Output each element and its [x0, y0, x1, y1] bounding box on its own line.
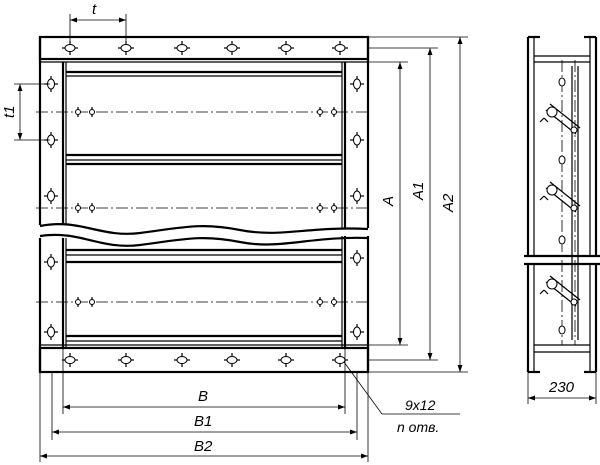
- dimension-b1: B1: [51, 372, 358, 440]
- axle-pins: [75, 107, 337, 307]
- hole-size-label: 9x12: [405, 397, 436, 413]
- label-a: A: [380, 196, 397, 207]
- flange-holes-bottom: [62, 353, 348, 367]
- label-b: B: [198, 388, 208, 405]
- label-a2: A2: [440, 193, 457, 213]
- dimension-b: B: [62, 348, 346, 414]
- dimension-a1: A1: [368, 47, 438, 361]
- label-230: 230: [548, 379, 575, 396]
- label-b1: B1: [194, 413, 212, 430]
- hole-count-label: n отв.: [397, 419, 439, 435]
- dimension-t1: t1: [1, 83, 50, 141]
- damper-blades: [66, 70, 342, 342]
- side-frame: [524, 35, 600, 374]
- hole-callout: 9x12 n отв.: [343, 361, 460, 435]
- blade-levers: [539, 77, 581, 335]
- front-view: t t1 A A1 A2: [1, 1, 468, 462]
- label-b2: B2: [194, 438, 213, 455]
- flange-holes-left: [44, 76, 58, 340]
- dimension-a2: A2: [368, 36, 468, 373]
- flange-holes-right: [350, 76, 364, 340]
- dimension-b2: B2: [39, 372, 369, 462]
- dimension-t: t: [69, 1, 127, 44]
- label-t1: t1: [1, 105, 18, 118]
- side-view: 230: [524, 35, 600, 404]
- frame-outline: [38, 35, 370, 374]
- flange-holes-top: [62, 41, 348, 55]
- break-line: [39, 222, 369, 247]
- dimension-a: A: [345, 61, 408, 346]
- dimension-side-width: 230: [527, 372, 597, 404]
- label-a1: A1: [410, 182, 427, 201]
- label-t: t: [92, 1, 97, 18]
